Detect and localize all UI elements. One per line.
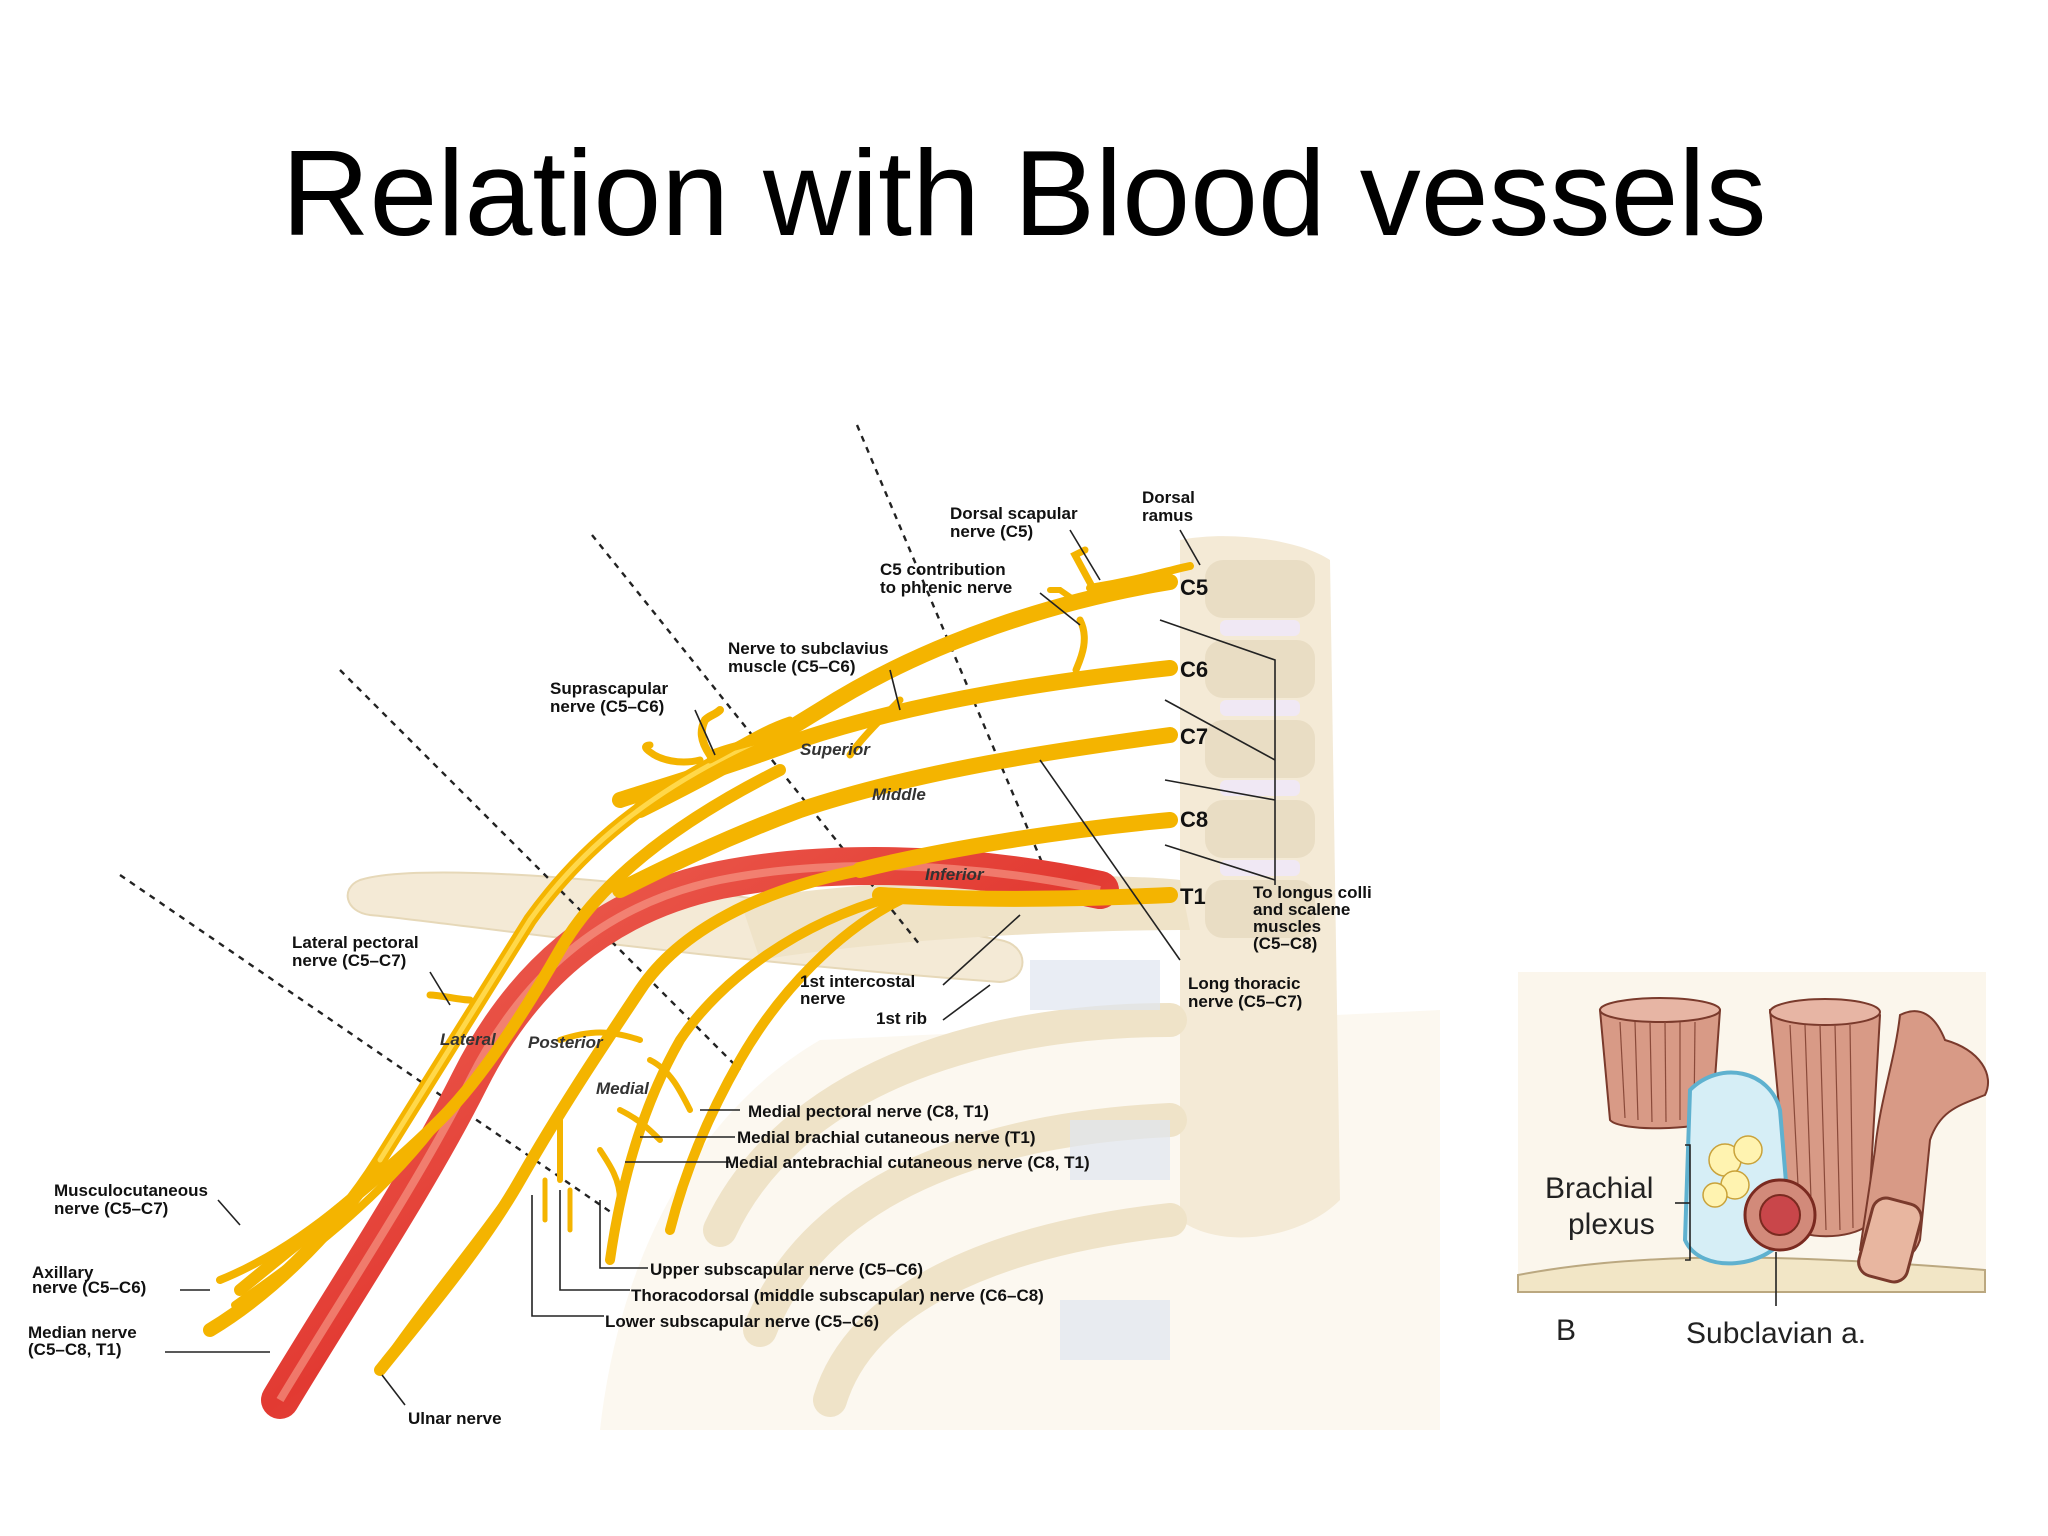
- middle-scalene-muscle: [1768, 998, 1882, 1238]
- trunk-middle: Middle: [872, 785, 926, 804]
- root-t1: T1: [1180, 884, 1206, 909]
- trunk-cord-labels: Superior Middle Inferior Lateral Posteri…: [440, 740, 985, 1098]
- label-ulnar: Ulnar nerve: [408, 1409, 502, 1428]
- leader-lines: [165, 529, 1276, 1406]
- bone-background: [0, 290, 1440, 1430]
- subclavian-artery-section: [1743, 1178, 1817, 1252]
- root-labels: C5 C6 C7 C8 T1: [1180, 575, 1208, 909]
- root-c8: C8: [1180, 807, 1208, 832]
- root-c5: C5: [1180, 575, 1208, 600]
- plexus-trunks: [1702, 1135, 1763, 1208]
- label-median: Median nerve(C5–C8, T1): [28, 1323, 137, 1359]
- inset-subclavian-label: Subclavian a.: [1686, 1317, 1866, 1350]
- label-medial-pectoral: Medial pectoral nerve (C8, T1): [748, 1102, 989, 1121]
- cord-posterior: Posterior: [528, 1033, 604, 1052]
- label-lower-subscapular: Lower subscapular nerve (C5–C6): [605, 1312, 879, 1331]
- label-thoracodorsal: Thoracodorsal (middle subscapular) nerve…: [631, 1286, 1044, 1305]
- label-medial-antebrachial: Medial antebrachial cutaneous nerve (C8,…: [725, 1153, 1090, 1172]
- inset-panel-letter: B: [1556, 1314, 1576, 1347]
- brachial-plexus-diagram: C5 C6 C7 C8 T1 Superior Middle Inferior …: [0, 290, 1440, 1430]
- label-medial-brachial: Medial brachial cutaneous nerve (T1): [737, 1128, 1036, 1147]
- label-upper-subscapular: Upper subscapular nerve (C5–C6): [650, 1260, 923, 1279]
- label-first-rib: 1st rib: [876, 1009, 927, 1028]
- cord-medial: Medial: [596, 1079, 650, 1098]
- root-c6: C6: [1180, 657, 1208, 682]
- trunk-superior: Superior: [800, 740, 871, 759]
- cord-lateral: Lateral: [440, 1030, 497, 1049]
- slide-title: Relation with Blood vessels: [281, 125, 1767, 261]
- brachial-plexus-nerves: [203, 546, 1194, 1376]
- root-c7: C7: [1180, 724, 1208, 749]
- trunk-inferior: Inferior: [925, 865, 985, 884]
